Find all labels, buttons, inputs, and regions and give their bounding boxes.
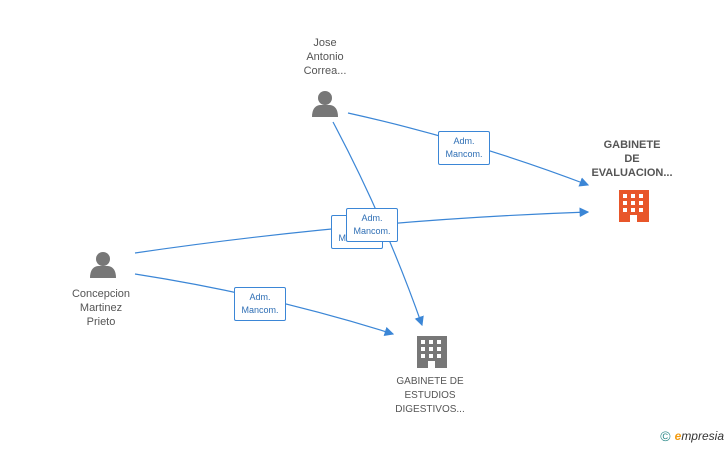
edge-label-line1: Adm. [249,292,271,302]
label-line: Correa... [303,65,347,77]
label-line: Prieto [86,316,116,328]
label-line: Concepcion [71,288,131,300]
label-line: Antonio [306,51,344,63]
company-label-evaluacion[interactable]: GABINETE DE EVALUACION... [582,138,682,180]
label-line: GABINETE [603,139,661,151]
edge-label[interactable]: Adm. Mancom. [438,131,490,165]
person-label-jose[interactable]: Jose Antonio Correa... [290,36,360,78]
label-line: DIGESTIVOS... [395,404,465,415]
label-line: GABINETE DE [396,376,464,387]
label-line: EVALUACION... [591,167,673,179]
building-icon[interactable] [619,190,649,222]
label-line: ESTUDIOS [404,390,456,401]
company-label-digestivos[interactable]: GABINETE DE ESTUDIOS DIGESTIVOS... [380,375,480,417]
edge-label[interactable]: Adm. Mancom. [346,208,398,242]
edge-label-line1: Adm. [453,136,475,146]
label-line: Martinez [79,302,123,314]
brand-logo[interactable]: empresia [675,429,724,443]
edge-label[interactable]: Adm. Mancom. [234,287,286,321]
copyright-icon: © [660,428,671,444]
person-label-concepcion[interactable]: Concepcion Martinez Prieto [58,287,144,329]
edge-label-line2: Mancom. [445,149,483,159]
building-icon[interactable] [417,336,447,368]
edge-label-line2: Mancom. [353,226,391,236]
brand-rest: mpresia [681,429,724,443]
label-line: Jose [313,37,337,49]
brand-initial: e [674,429,682,443]
person-icon[interactable] [90,252,116,278]
edge-label-line1: Adm. [361,213,383,223]
footer-brand: © empresia [660,428,724,444]
edge-label-line2: Mancom. [241,305,279,315]
person-icon[interactable] [312,91,338,117]
label-line: DE [624,153,640,165]
